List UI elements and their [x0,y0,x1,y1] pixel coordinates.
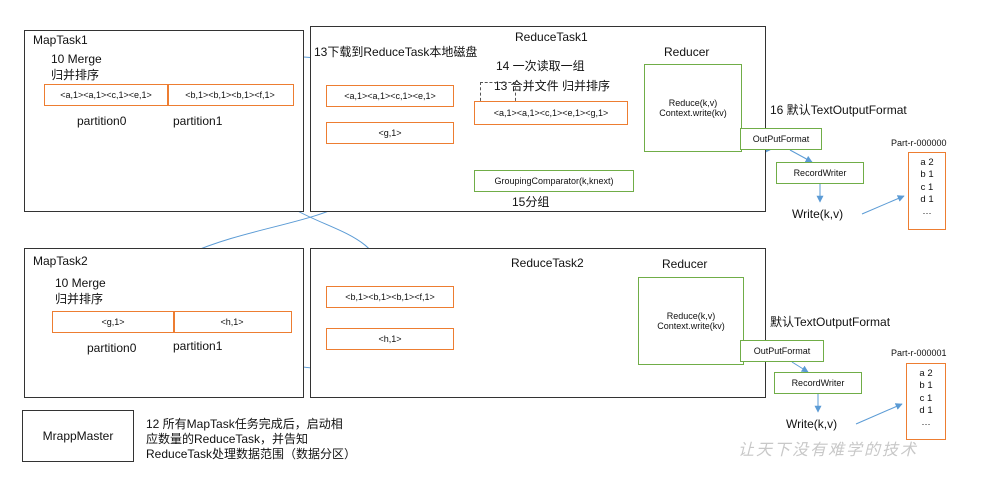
maptask1-partition1-cell: <b,1><b,1><b,1><f,1> [185,90,275,100]
maptask2-partition1-cell: <h,1> [220,317,244,327]
output2-line: b 1 [919,380,933,392]
maptask1-buffer: <a,1><a,1><c,1><e,1> <b,1><b,1><b,1><f,1… [44,84,294,106]
reducetask2-input-b: <b,1><b,1><b,1><f,1> [326,286,454,308]
output1-line: b 1 [920,169,934,181]
arrow-of1-to-writer [789,149,813,163]
reducer2-reduce-call: Reduce(k,v) [666,311,716,321]
reducetask2-input-h: <h,1> [326,328,454,350]
output1-format-label: 16 默认TextOutputFormat [770,103,907,117]
maptask1-title: MapTask1 [33,33,88,47]
arrow-write2-to-file [855,403,903,425]
output1-line: c 1 [920,181,934,193]
maptask1-partition1-label: partition1 [173,114,223,128]
maptask1-panel: MapTask1 10 Merge 归并排序 partition0 partit… [24,30,304,212]
output2-file-name: Part-r-000001 [891,348,947,358]
maptask1-merge-label: 10 Merge [51,52,102,66]
reducetask1-input-g: <g,1> [326,122,454,144]
output1-file-name: Part-r-000000 [891,138,947,148]
maptask1-partition0-label: partition0 [77,114,127,128]
maptask1-sort-label: 归并排序 [51,68,100,82]
output2-format-label: 默认TextOutputFormat [770,315,891,329]
reducetask1-title: ReduceTask1 [515,30,588,44]
output1-line: d 1 [920,194,934,206]
reducetask1-input-a: <a,1><a,1><c,1><e,1> [326,85,454,107]
output2-line: c 1 [919,392,933,404]
maptask2-buffer: <g,1> <h,1> [52,311,292,333]
output2-outputformat: OutPutFormat [740,340,824,362]
reducer1-title: Reducer [664,45,710,59]
reducer1-box: Reduce(k,v) Context.write(kv) [644,64,742,152]
output1-recordwriter: RecordWriter [776,162,864,184]
output1-file: a 2 b 1 c 1 d 1 … [908,152,946,230]
master-note-line1: 12 所有MapTask任务完成后，启动相 [146,417,343,431]
output2-recordwriter: RecordWriter [774,372,862,394]
maptask2-title: MapTask2 [33,254,88,268]
merge-files-label: 13 合并文件 归并排序 [494,79,611,93]
output2-write-call: Write(k,v) [786,417,838,431]
arrow-of2-to-writer [791,361,809,373]
maptask1-divider [167,85,169,105]
reducer2-context-write: Context.write(kv) [657,321,725,331]
maptask2-merge-label: 10 Merge [55,276,106,290]
maptask2-partition0-cell: <g,1> [101,317,125,327]
reducer2-title: Reducer [662,257,708,271]
maptask2-sort-label: 归并排序 [55,292,104,306]
arrow-write1-to-file [861,195,905,215]
reducer2-box: Reduce(k,v) Context.write(kv) [638,277,744,365]
output1-outputformat: OutPutFormat [740,128,822,150]
maptask2-divider [173,312,175,332]
output2-file: a 2 b 1 c 1 d 1 … [906,363,946,440]
master-note-line3: ReduceTask处理数据范围（数据分区） [146,447,357,461]
maptask2-partition0-label: partition0 [87,341,137,355]
reducer1-context-write: Context.write(kv) [659,108,727,118]
maptask1-partition0-cell: <a,1><a,1><c,1><e,1> [60,90,152,100]
reducer1-reduce-call: Reduce(k,v) [668,98,718,108]
output1-line: … [922,206,932,218]
output1-line: a 2 [920,157,934,168]
grouping-label: 15分组 [512,195,550,209]
output2-line: d 1 [919,405,933,417]
mrappmaster-box: MrappMaster [22,410,134,462]
grouping-comparator: GroupingComparator(k,knext) [474,170,634,192]
reducetask1-merged-file: <a,1><a,1><c,1><e,1><g,1> [474,101,628,125]
output2-line: a 2 [919,368,933,379]
reducetask2-title: ReduceTask2 [511,256,584,270]
watermark-text: 让天下没有难学的技术 [738,440,919,459]
read-once-label: 14 一次读取一组 [496,59,585,73]
download-label: 13下载到ReduceTask本地磁盘 [314,45,478,59]
mrappmaster-label: MrappMaster [42,429,114,443]
output2-line: … [921,417,931,429]
maptask2-partition1-label: partition1 [173,339,223,353]
output1-write-call: Write(k,v) [792,207,844,221]
master-note-line2: 应数量的ReduceTask，并告知 [146,432,309,446]
